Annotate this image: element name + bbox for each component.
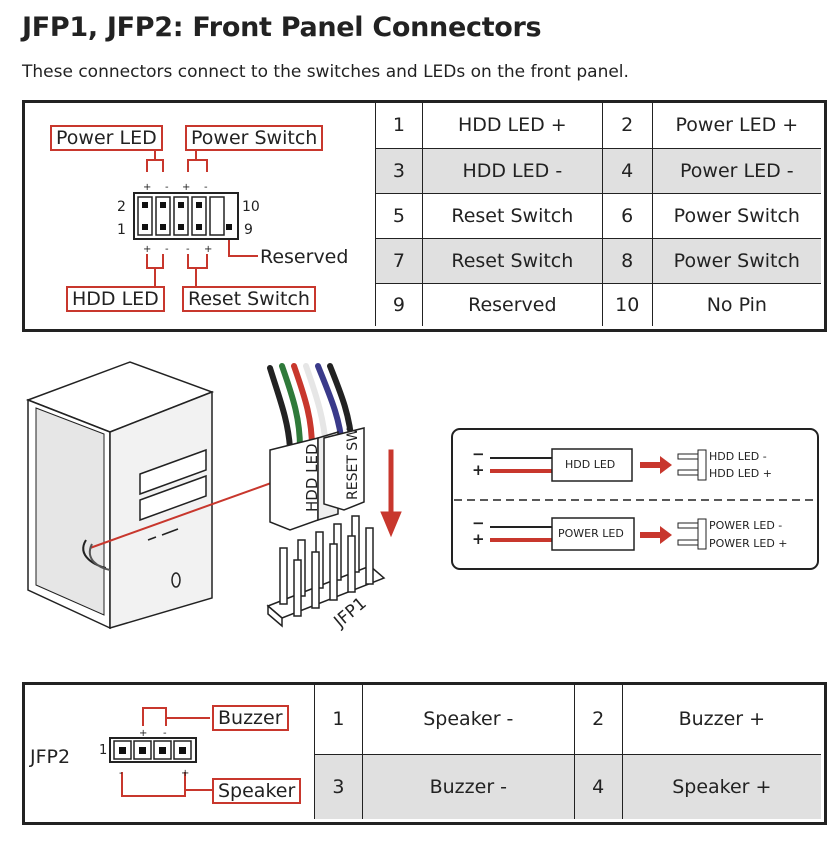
jfp2-name: JFP2 [30,746,71,768]
svg-text:+: + [143,244,151,255]
power-switch-tag: Power Switch [185,125,324,151]
pin-function: Reset Switch [421,192,603,239]
hdd-led-plus-label: HDD LED + [709,467,772,480]
pin-function: No Pin [651,282,821,326]
page-title: JFP1, JFP2: Front Panel Connectors [22,12,542,43]
pin-number: 2 [601,102,653,149]
pin-number: 5 [375,192,423,239]
minus-sign-hdd: − [472,445,485,463]
pin-number: 3 [314,753,363,819]
polarity-box [451,428,819,570]
power-led-plus-label: POWER LED + [709,537,788,550]
power-led-minus-label: POWER LED - [709,519,783,532]
pin-function: Power LED - [651,147,821,194]
pin-number: 4 [573,753,623,819]
pin-number: 2 [573,684,623,755]
pin-label-2: 2 [117,199,126,215]
jfp2-panel [22,682,827,825]
jfp1-panel [22,100,827,332]
jfp2-pin-table: 1 Speaker - 2 Buzzer + 3 Buzzer - 4 Spea… [314,684,821,819]
pin-function: Buzzer + [621,684,821,755]
pin-function: Reserved [421,282,603,326]
buzzer-tag: Buzzer [212,705,289,731]
svg-text:+: + [204,244,212,255]
pin-function: Speaker + [621,753,821,819]
pin-number: 10 [601,282,653,326]
reset-switch-tag: Reset Switch [182,286,316,312]
pin-function: Reset Switch [421,237,603,284]
plus-sign-hdd: + [472,461,485,479]
pin-function: Speaker - [361,684,575,755]
pin-function: HDD LED - [421,147,603,194]
svg-text:-: - [165,182,169,193]
power-led-tag: Power LED [50,125,163,151]
pin-number: 7 [375,237,423,284]
cable-label-hdd-led: HDD LED [303,443,321,512]
svg-text:+: + [181,768,189,779]
jfp2-pin-one-label: 1 [99,743,108,758]
pin-number: 1 [314,684,363,755]
pin-function: Power LED + [651,102,821,149]
jfp1-header-drawing [266,515,386,628]
pin-label-10: 10 [242,199,260,215]
pin-number: 6 [601,192,653,239]
speaker-tag: Speaker [212,778,302,804]
pin-function: HDD LED + [421,102,603,149]
pin-label-9: 9 [244,222,253,238]
pin-number: 3 [375,147,423,194]
power-led-box-label: POWER LED [558,527,624,540]
pin-label-1: 1 [117,222,126,238]
svg-text:-: - [163,728,167,739]
svg-text:-: - [119,768,123,779]
svg-text:+: + [139,728,147,739]
svg-text:-: - [186,244,190,255]
cable-label-reset-sw: RESET SW [345,428,361,500]
hdd-led-minus-label: HDD LED - [709,450,767,463]
pin-function: Buzzer - [361,753,575,819]
svg-text:+: + [182,182,190,193]
plus-sign-power: + [472,530,485,548]
svg-text:-: - [204,182,208,193]
pin-function: Power Switch [651,192,821,239]
svg-text:-: - [165,244,169,255]
reserved-label: Reserved [260,246,349,268]
minus-sign-power: − [472,514,485,532]
jfp1-pin-table: 1 HDD LED + 2 Power LED + 3 HDD LED - 4 … [375,102,821,326]
pin-number: 4 [601,147,653,194]
page-subtitle: These connectors connect to the switches… [22,62,629,82]
pin-function: Power Switch [651,237,821,284]
svg-text:+: + [143,182,151,193]
hdd-led-tag: HDD LED [66,286,165,312]
hdd-led-box-label: HDD LED [565,458,616,471]
pc-case-drawing [25,361,215,630]
